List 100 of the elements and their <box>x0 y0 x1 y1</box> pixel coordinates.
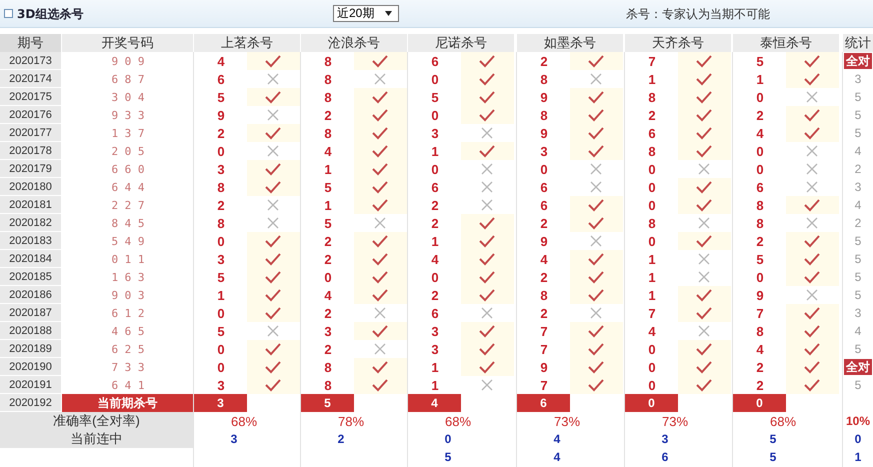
period-cell: 2020182 <box>0 214 61 231</box>
rate-value: 78% <box>336 412 366 430</box>
kill-number: 2 <box>539 268 549 286</box>
period-cell: 2020191 <box>0 376 61 393</box>
kill-number: 2 <box>755 376 765 394</box>
kill-number: 8 <box>216 178 226 196</box>
period-cell: 2020188 <box>0 322 61 339</box>
kill-number: 0 <box>755 160 765 178</box>
period-cell: 2020175 <box>0 88 61 105</box>
stat-number: 5 <box>854 233 862 250</box>
kill-number: 9 <box>539 232 549 250</box>
kill-number: 7 <box>647 304 657 322</box>
title: 3D组选杀号 <box>17 6 84 23</box>
header-cell: 开奖号码 <box>62 34 193 52</box>
kill-number: 2 <box>755 106 765 124</box>
header-cell: 统计 <box>843 34 873 52</box>
stat-number: 5 <box>854 125 862 142</box>
draw-number: 9 0 3 <box>110 288 146 304</box>
kill-number: 8 <box>647 214 657 232</box>
kill-number: 0 <box>539 160 549 178</box>
kill-number: 3 <box>430 124 440 142</box>
streak-value: 3 <box>660 431 670 448</box>
all-correct-badge: 全对 <box>844 53 872 69</box>
current-kill-cell: 当前期杀号 <box>62 394 193 412</box>
kill-number: 2 <box>323 232 333 250</box>
rate-value: 73% <box>660 412 690 430</box>
current-kill-cell: 4 <box>408 394 461 412</box>
kill-number: 0 <box>216 232 226 250</box>
draw-number: 6 4 1 <box>110 378 146 394</box>
kill-number: 8 <box>539 106 549 124</box>
kill-number: 8 <box>323 52 333 70</box>
period-cell: 2020177 <box>0 124 61 141</box>
kill-number: 7 <box>647 52 657 70</box>
streak-value: 4 <box>552 431 562 448</box>
kill-number: 8 <box>323 88 333 106</box>
kill-number: 0 <box>647 340 657 358</box>
stat-number: 5 <box>854 269 862 286</box>
stat-number: 5 <box>854 341 862 358</box>
kill-number: 2 <box>430 214 440 232</box>
kill-number: 8 <box>323 124 333 142</box>
header-cell: 尼诺杀号 <box>408 34 514 52</box>
streak-label: 当前连中 <box>0 430 193 448</box>
kill-number: 0 <box>216 142 226 160</box>
streak-value: 1 <box>854 449 862 466</box>
kill-number: 2 <box>216 124 226 142</box>
kill-number: 5 <box>323 178 333 196</box>
period-cell: 2020189 <box>0 340 61 357</box>
stat-number: 5 <box>854 251 862 268</box>
kill-number: 4 <box>430 250 440 268</box>
draw-number: 6 8 7 <box>110 72 146 88</box>
kill-number: 1 <box>430 142 440 160</box>
kill-number: 3 <box>216 250 226 268</box>
kill-number: 1 <box>647 250 657 268</box>
stat-number: 4 <box>854 197 862 214</box>
stat-number: 3 <box>854 71 862 88</box>
kill-number: 0 <box>430 106 440 124</box>
kill-number: 8 <box>755 322 765 340</box>
stat-number: 5 <box>854 377 862 394</box>
draw-number: 6 6 0 <box>110 162 146 178</box>
period-cell: 2020178 <box>0 142 61 159</box>
current-kill-cell: 0 <box>733 394 786 412</box>
kill-number: 8 <box>755 196 765 214</box>
draw-number: 2 0 5 <box>110 144 146 160</box>
streak-value: 5 <box>768 449 778 466</box>
period-cell: 2020185 <box>0 268 61 285</box>
period-cell: 2020184 <box>0 250 61 267</box>
header-cell: 期号 <box>0 34 61 52</box>
rate-label: 准确率(全对率) <box>0 412 193 430</box>
kill-number: 3 <box>430 322 440 340</box>
draw-number: 9 0 9 <box>110 54 146 70</box>
kill-number: 2 <box>323 250 333 268</box>
draw-number: 0 1 1 <box>110 252 146 268</box>
kill-number: 2 <box>323 304 333 322</box>
kill-number: 4 <box>539 250 549 268</box>
streak-value: 0 <box>444 431 452 448</box>
stat-number: 2 <box>854 215 862 232</box>
kill-number: 1 <box>755 70 765 88</box>
kill-number: 8 <box>647 142 657 160</box>
kill-number: 0 <box>647 376 657 394</box>
draw-number: 7 3 3 <box>110 360 146 376</box>
kill-number: 2 <box>539 52 549 70</box>
kill-number: 0 <box>430 70 440 88</box>
streak-value: 2 <box>336 431 346 448</box>
kill-number: 5 <box>323 214 333 232</box>
kill-number: 0 <box>755 268 765 286</box>
kill-number: 0 <box>647 178 657 196</box>
stat-number: 5 <box>854 107 862 124</box>
kill-number: 7 <box>539 376 549 394</box>
kill-number: 6 <box>216 70 226 88</box>
kill-number: 4 <box>647 322 657 340</box>
kill-number: 3 <box>539 142 549 160</box>
kill-number: 8 <box>539 70 549 88</box>
kill-number: 1 <box>430 376 440 394</box>
kill-number: 5 <box>755 52 765 70</box>
streak-value: 5 <box>768 431 778 448</box>
streak-value: 6 <box>660 449 670 466</box>
stat-number: 4 <box>854 323 862 340</box>
kill-number: 1 <box>323 196 333 214</box>
draw-number: 3 0 4 <box>110 90 146 106</box>
draw-number: 6 2 5 <box>110 342 146 358</box>
